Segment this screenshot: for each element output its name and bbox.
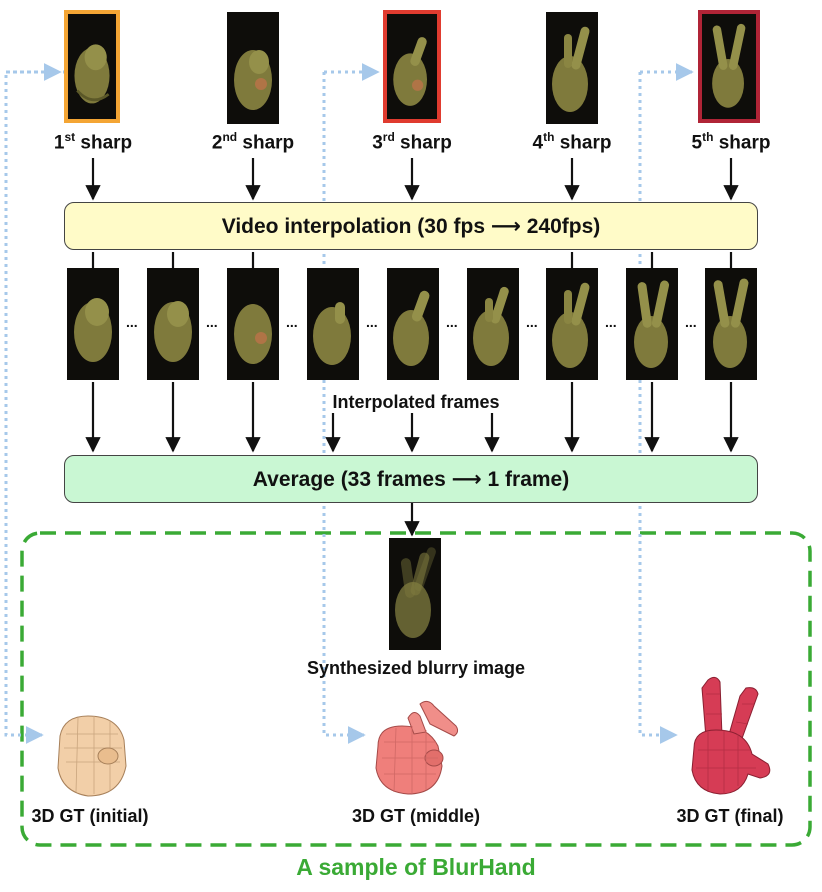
ellipsis: ... — [126, 314, 138, 330]
sharp-frame-1 — [64, 10, 120, 123]
sharp-label-3: 3rd sharp — [372, 130, 452, 154]
ellipsis: ... — [526, 314, 538, 330]
ellipsis: ... — [446, 314, 458, 330]
sharp-label-1: 1st sharp — [53, 130, 133, 154]
ellipsis: ... — [685, 314, 697, 330]
hand-image — [154, 301, 192, 362]
interpolated-frame-9 — [705, 268, 757, 380]
hand-image — [473, 286, 509, 366]
sharp-frame-5 — [698, 10, 760, 123]
video-interpolation-box: Video interpolation (30 fps ⟶ 240fps) — [64, 202, 758, 250]
sharp-label-2: 2nd sharp — [211, 130, 295, 154]
hand-image — [74, 44, 110, 104]
gt-label-middle: 3D GT (middle) — [351, 806, 481, 826]
sharp-frame-4 — [546, 12, 598, 124]
sharp-label-4: 4th sharp — [532, 130, 612, 154]
hand-image — [234, 304, 272, 364]
gt-label-initial: 3D GT (initial) — [31, 806, 149, 826]
average-label: Average (33 frames ⟶ 1 frame) — [252, 467, 570, 491]
sample-title: A sample of BlurHand — [296, 854, 536, 880]
sharp-label-5: 5th sharp — [691, 130, 771, 154]
interpolated-frame-4 — [307, 268, 359, 380]
hand-image — [393, 37, 427, 106]
gt-mesh-middle — [375, 700, 459, 795]
ellipsis: ... — [206, 314, 218, 330]
hand-image — [634, 280, 670, 368]
interpolated-frame-8 — [626, 268, 678, 380]
synthesized-blurry-image — [389, 538, 441, 650]
hand-image — [712, 23, 746, 108]
average-box: Average (33 frames ⟶ 1 frame) — [64, 455, 758, 503]
interpolated-frame-2 — [147, 268, 199, 380]
blurry-image-caption: Synthesized blurry image — [306, 658, 526, 678]
hand-image — [313, 302, 351, 365]
hand-image — [713, 278, 749, 368]
hand-image — [395, 547, 436, 638]
gt-mesh-initial — [57, 715, 127, 797]
video-interpolation-label: Video interpolation (30 fps ⟶ 240fps) — [221, 214, 601, 238]
gt-label-final: 3D GT (final) — [676, 806, 784, 826]
hand-image — [552, 282, 590, 368]
ellipsis: ... — [286, 314, 298, 330]
interpolated-frame-5 — [387, 268, 439, 380]
hand-image — [74, 298, 112, 362]
interpolated-frame-7 — [546, 268, 598, 380]
ellipsis: ... — [605, 314, 617, 330]
flow-arrows — [85, 158, 739, 537]
hand-image — [234, 50, 272, 110]
hand-image — [393, 290, 430, 366]
ellipsis: ... — [366, 314, 378, 330]
interpolated-frame-6 — [467, 268, 519, 380]
gt-mesh-final — [691, 676, 771, 795]
dotted-guide-lines — [4, 63, 694, 744]
sharp-frame-3 — [383, 10, 441, 123]
hand-image — [552, 26, 590, 112]
interpolated-frame-3 — [227, 268, 279, 380]
sharp-frame-2 — [227, 12, 279, 124]
interpolated-frame-1 — [67, 268, 119, 380]
interpolated-frames-caption: Interpolated frames — [332, 392, 500, 412]
